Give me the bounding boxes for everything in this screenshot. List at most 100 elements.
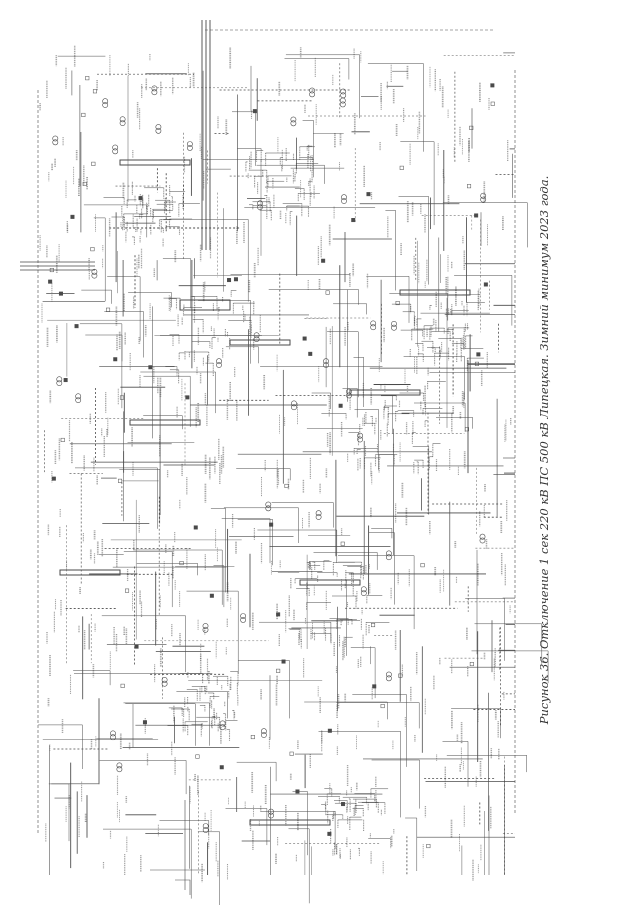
routed-line	[268, 289, 359, 305]
transformer-symbol	[110, 730, 116, 737]
routed-line	[210, 508, 226, 593]
transformer-symbol	[112, 144, 119, 151]
switch-symbol	[490, 101, 495, 106]
transformer-symbol	[385, 671, 392, 678]
routed-line	[313, 552, 378, 570]
routed-line	[288, 828, 310, 904]
routed-line	[284, 58, 350, 80]
transformer-symbol	[110, 734, 116, 741]
transformer-symbol	[323, 362, 329, 368]
transformer-symbol	[202, 626, 209, 633]
transformer-symbol	[91, 272, 98, 279]
bus-bar	[59, 569, 121, 576]
switch-symbol	[327, 728, 332, 733]
routed-line	[237, 519, 273, 566]
transformer-symbol	[315, 510, 322, 517]
transformer-symbol	[56, 380, 63, 386]
transformer-symbol	[309, 87, 315, 94]
switch-symbol	[90, 247, 95, 252]
routed-line	[367, 63, 424, 152]
transformer-symbol	[52, 135, 59, 142]
switch-symbol	[372, 684, 377, 689]
switch-symbol	[308, 351, 313, 356]
switch-symbol	[74, 324, 79, 329]
transformer-symbol	[202, 623, 209, 629]
switch-symbol	[195, 754, 200, 759]
switch-symbol	[92, 89, 97, 94]
bus-bar	[249, 819, 331, 826]
switch-symbol	[340, 541, 345, 546]
routed-line	[123, 702, 210, 746]
routed-line	[319, 579, 347, 656]
switch-symbol	[474, 213, 479, 218]
switch-symbol	[321, 258, 326, 263]
transformer-symbol	[216, 362, 222, 368]
bus-bar	[229, 339, 291, 346]
transformer-symbol	[479, 533, 486, 540]
switch-symbol	[233, 277, 238, 282]
switch-symbol	[464, 427, 469, 432]
routed-line	[93, 217, 106, 302]
routed-line	[236, 761, 277, 782]
routed-line	[81, 289, 112, 304]
switch-symbol	[81, 112, 86, 117]
switch-symbol	[120, 683, 125, 688]
figure-caption: Рисунок 36. Отключение 1 сек 220 кВ ПС 5…	[537, 175, 551, 725]
routed-line	[48, 783, 70, 842]
switch-symbol	[469, 125, 474, 130]
routed-line	[75, 467, 158, 529]
routed-line	[221, 518, 271, 564]
routed-line	[398, 196, 429, 285]
switch-symbol	[250, 735, 255, 740]
transformer-symbol	[102, 98, 109, 105]
routed-line	[123, 551, 173, 608]
trunk-line	[201, 20, 211, 250]
switch-symbol	[399, 165, 404, 170]
routed-line	[186, 590, 239, 674]
switch-symbol	[295, 789, 300, 794]
transformer-symbol	[260, 732, 267, 738]
routed-line	[368, 532, 395, 605]
transformer-symbol	[52, 139, 59, 146]
routed-line	[400, 141, 435, 226]
switch-symbol	[341, 802, 346, 807]
switch-symbol	[148, 365, 153, 370]
transformer-symbol	[202, 827, 209, 833]
routed-line	[474, 623, 543, 664]
switch-symbol	[302, 336, 307, 341]
transformer-symbol	[119, 120, 126, 126]
routed-line	[403, 356, 465, 400]
transformer-symbol	[75, 397, 82, 403]
transformer-symbol	[155, 124, 162, 130]
figure-caption-area: Рисунок 36. Отключение 1 сек 220 кВ ПС 5…	[534, 120, 554, 780]
routed-line	[304, 701, 388, 720]
switch-symbol	[119, 395, 124, 400]
switch-symbol	[60, 437, 65, 442]
switch-symbol	[227, 278, 232, 283]
transformer-symbol	[290, 116, 297, 123]
switch-symbol	[325, 290, 330, 295]
routed-line	[465, 598, 505, 661]
transformer-symbol	[385, 550, 392, 557]
routed-line	[318, 731, 401, 818]
transformer-symbol	[385, 675, 392, 682]
routed-line	[311, 392, 331, 409]
routed-line	[371, 759, 420, 809]
feeder-line	[150, 800, 205, 895]
transformer-symbol	[385, 554, 392, 561]
routed-line	[140, 371, 216, 414]
switch-symbol	[469, 662, 474, 667]
transformer-symbol	[391, 320, 397, 327]
routed-line	[101, 615, 186, 673]
routed-line	[136, 563, 198, 576]
routed-line	[350, 647, 376, 699]
transformer-symbol	[216, 358, 222, 365]
routed-line	[159, 820, 210, 835]
transformer-symbol	[323, 358, 329, 365]
bus-bar	[349, 389, 421, 396]
switch-symbol	[276, 668, 281, 673]
routed-line	[271, 502, 334, 528]
switch-symbol	[395, 301, 400, 306]
routed-line	[85, 334, 123, 362]
routed-line	[354, 409, 379, 470]
